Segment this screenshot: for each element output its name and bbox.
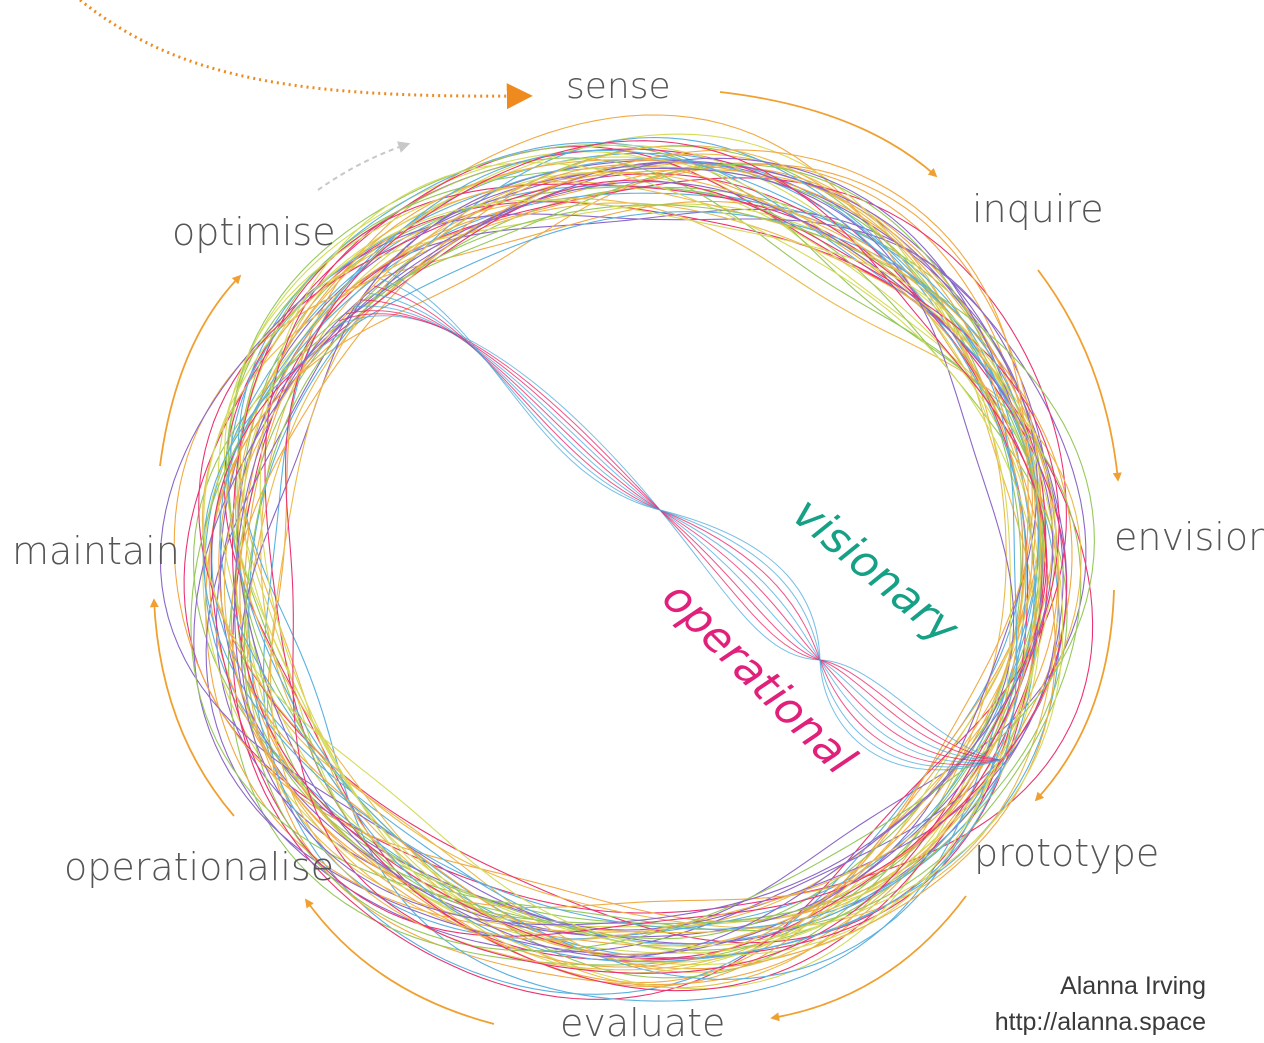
arrow-evaluate-to-operationalise <box>304 898 495 1025</box>
crossing-line <box>345 310 1001 761</box>
entry-dotted-arrow <box>79 0 533 110</box>
loop-line <box>203 199 1064 947</box>
credit-url[interactable]: http://alanna.space <box>994 1008 1206 1036</box>
mode-label-operational: operational <box>652 572 866 786</box>
loop-line <box>173 200 1073 923</box>
tangled-loop-lines <box>159 114 1095 1002</box>
crossing-line <box>380 278 1001 768</box>
loop-line <box>240 167 1015 958</box>
crossing-line <box>359 299 1001 762</box>
stage-label-optimise: optimise <box>172 210 336 254</box>
crossing-line <box>373 285 1001 765</box>
loop-line <box>270 144 1033 971</box>
stage-label-prototype: prototype <box>974 831 1159 875</box>
loop-line <box>210 179 1060 937</box>
crossing-line <box>352 305 1001 761</box>
mode-label-visionary: visionary <box>783 487 969 655</box>
stage-label-maintain: maintain <box>12 529 180 573</box>
loop-line <box>218 159 1056 970</box>
optimise-to-sense-arrow <box>317 141 411 191</box>
loop-line <box>223 171 1042 941</box>
crossing-line <box>331 315 1001 761</box>
loop-line <box>239 198 1082 934</box>
loop-line <box>237 142 1042 1002</box>
arrow-prototype-to-evaluate <box>770 895 967 1022</box>
loop-line <box>219 149 1018 963</box>
loop-line <box>227 158 1027 980</box>
loop-line <box>285 140 1048 974</box>
crossing-line <box>338 313 1001 761</box>
stage-label-envision: envision <box>1114 515 1264 559</box>
credit-author: Alanna Irving <box>1060 972 1206 1000</box>
stage-label-operationalise: operationalise <box>64 845 334 889</box>
arrow-envision-to-prototype <box>1034 589 1115 802</box>
loop-line <box>259 162 1040 974</box>
arrow-operationalise-to-maintain <box>149 598 235 817</box>
credit-block: Alanna Irving http://alanna.space <box>995 968 1206 1040</box>
loop-line <box>234 181 1054 926</box>
arrow-maintain-to-optimise <box>159 274 242 467</box>
loop-line <box>201 202 1060 929</box>
loop-line <box>190 163 1041 940</box>
loop-line <box>248 136 1040 940</box>
loop-line <box>211 192 1037 945</box>
loop-line <box>243 204 1095 952</box>
loop-line <box>219 161 1064 945</box>
crossing-line <box>387 271 1001 771</box>
loop-line <box>192 186 1046 924</box>
loop-line <box>230 149 1029 968</box>
stage-label-evaluate: evaluate <box>560 1001 725 1043</box>
crossing-line <box>366 292 1001 763</box>
loop-line <box>215 208 1087 937</box>
loop-line <box>202 211 1039 930</box>
visionary-operational-crossing-lines <box>331 271 1001 771</box>
arrow-sense-to-inquire <box>719 91 938 178</box>
stage-label-sense: sense <box>566 66 671 107</box>
loop-line <box>159 213 1060 931</box>
loop-line <box>232 177 1067 1000</box>
arrow-inquire-to-envision <box>1037 269 1122 482</box>
loop-line <box>236 133 1027 990</box>
loop-line <box>193 157 1043 956</box>
cycle-arrows <box>149 91 1122 1025</box>
stage-label-inquire: inquire <box>972 187 1104 231</box>
